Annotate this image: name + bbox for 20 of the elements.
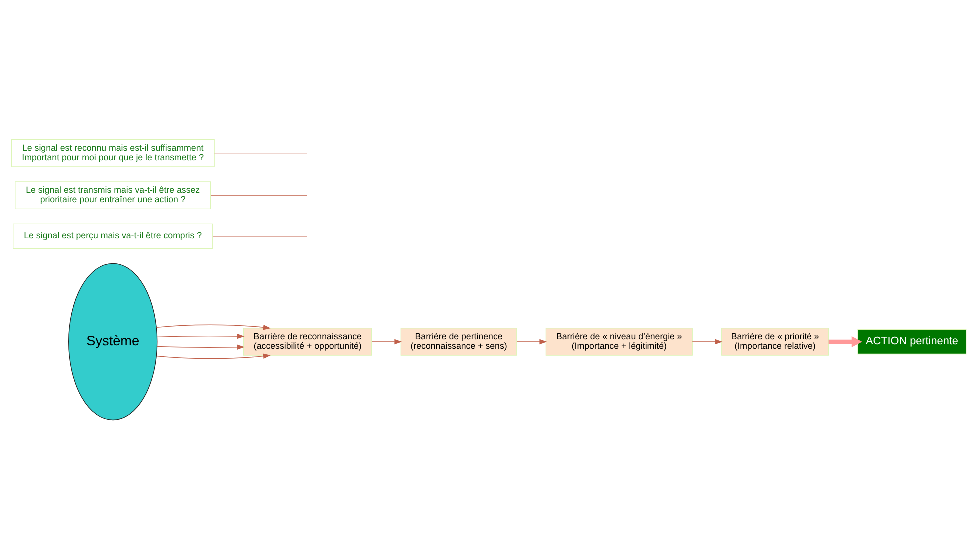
node-box: Barrière de « niveau d’énergie » (Importance + légitimité) xyxy=(546,328,693,356)
connector xyxy=(214,153,308,154)
node-box: Barrière de « priorité » (Importance relative) xyxy=(722,328,830,356)
arrow xyxy=(692,339,723,345)
connector xyxy=(210,195,308,196)
node-box: Le signal est transmis mais va-t-il être assez prioritaire pour entraîner une action ? xyxy=(15,182,212,210)
node-ellipse: Système xyxy=(68,263,158,421)
node-box: Le signal est perçu mais va-t-il être compris ? xyxy=(13,224,214,250)
arrow xyxy=(157,334,245,340)
arrow xyxy=(156,324,271,330)
node-box: ACTION pertinente xyxy=(858,329,967,355)
arrow xyxy=(156,354,271,360)
arrow xyxy=(157,344,245,350)
arrow xyxy=(372,339,402,345)
node-box: Le signal est reconnu mais est-il suffisamment Important pour moi pour que je le transmette ? xyxy=(11,139,215,168)
arrow xyxy=(516,339,548,345)
node-box: Barrière de reconnaissance (accessibilité + opportunité) xyxy=(244,328,372,356)
arrow xyxy=(828,336,862,348)
node-box: Barrière de pertinence (reconnaissance + sens) xyxy=(400,328,518,356)
connector xyxy=(212,236,308,237)
